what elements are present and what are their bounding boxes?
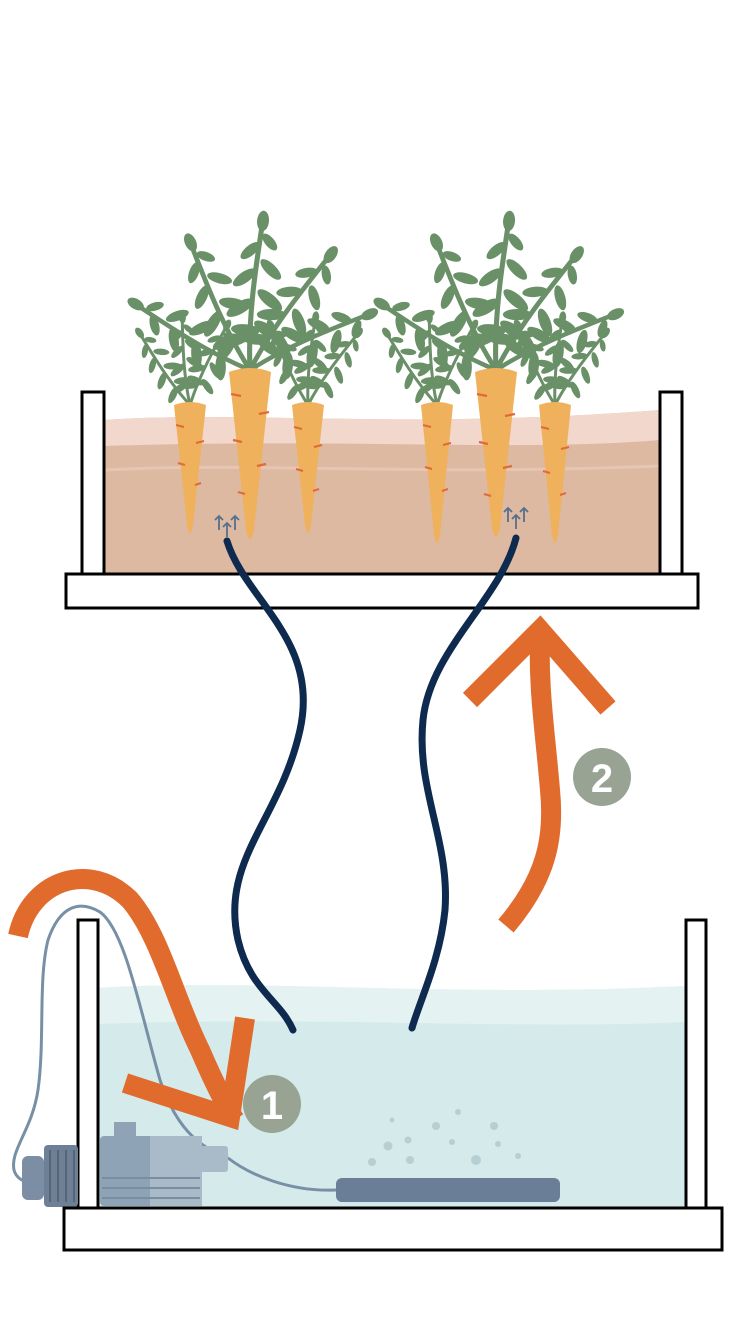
carrot-icon [119,308,248,533]
grow-bed-shelf [64,572,700,610]
left-tube [223,537,307,1034]
step-2-badge: 2 [573,748,631,806]
carrot-icon [114,208,389,539]
water-surface [98,985,686,1025]
air-line [12,904,337,1192]
reservoir-shelf [62,1206,724,1252]
grow-bed [64,390,700,610]
air-stone-icon [336,1178,560,1202]
carrot-icon [497,308,625,543]
carrot-icon [250,308,378,533]
reservoir-right-wall [684,918,708,1210]
step-2-number: 2 [591,757,613,801]
step-1-badge: 1 [243,1075,301,1133]
step-1-arrow [8,869,255,1131]
carrot-icon [366,308,495,543]
carrot-plants [114,208,635,543]
air-bubbles [368,1109,521,1166]
carrot-icon [360,208,635,537]
nutrient-flow-arrows [214,506,529,537]
right-tube [408,534,520,1032]
arrow-icon [214,514,240,537]
pump-icon [22,1122,228,1207]
step-1-number: 1 [261,1084,283,1128]
grow-bed-right-wall [658,390,684,576]
step-2-arrow [462,615,616,933]
reservoir-left-wall [76,918,100,1210]
grow-bed-left-wall [80,390,106,576]
arrow-icon [503,506,529,529]
tubes [223,534,520,1034]
